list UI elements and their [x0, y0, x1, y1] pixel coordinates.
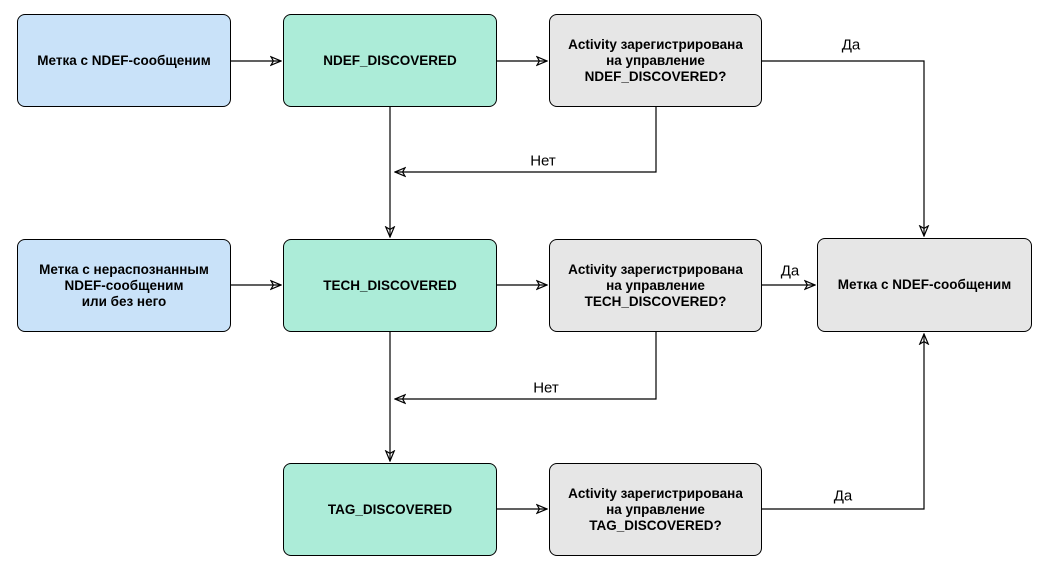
node-tag-discovered: TAG_DISCOVERED: [283, 463, 497, 556]
node-ndef-discovered: NDEF_DISCOVERED: [283, 14, 497, 107]
node-tag-unrecognized: Метка с нераспознанным NDEF-сообщеним ил…: [17, 239, 231, 332]
edge-qndef-no: [395, 107, 657, 172]
edge-label-no-ndef: Нет: [530, 152, 556, 170]
edge-qtech-no: [395, 332, 657, 399]
edge-label-yes-tag: Да: [833, 487, 853, 505]
node-question-tag-discovered: Activity зарегистрирована на управление …: [549, 463, 762, 556]
edge-label-yes-tech: Да: [780, 262, 800, 280]
edge-label-no-tech: Нет: [533, 379, 559, 397]
edge-qndef-yes-to-result: [762, 60, 924, 236]
node-tag-with-ndef: Метка с NDEF-сообщеним: [17, 14, 231, 107]
node-question-tech-discovered: Activity зарегистрирована на управление …: [549, 239, 762, 332]
edge-qtag-yes-to-result: [762, 334, 924, 510]
node-tech-discovered: TECH_DISCOVERED: [283, 239, 497, 332]
edge-label-yes-ndef: Да: [841, 36, 861, 54]
node-question-ndef-discovered: Activity зарегистрирована на управление …: [549, 14, 762, 107]
node-result-tag-with-ndef: Метка с NDEF-сообщеним: [817, 238, 1032, 332]
